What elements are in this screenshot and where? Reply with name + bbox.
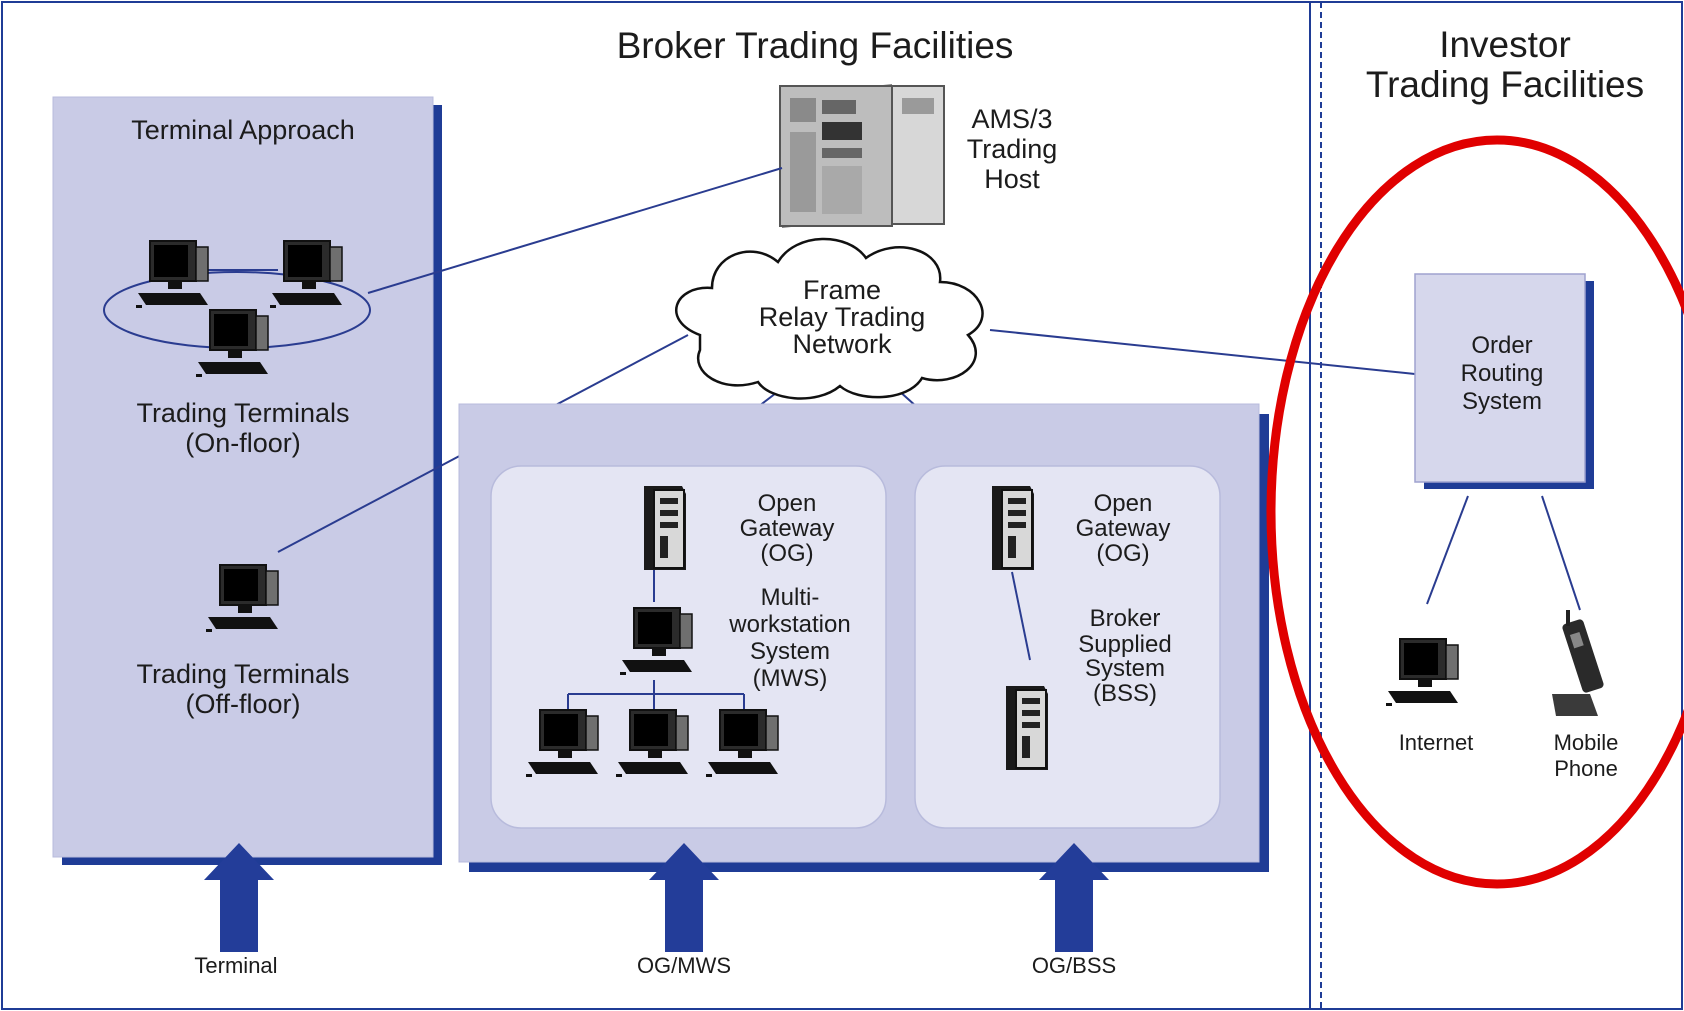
host-label-line-1: AMS/3	[971, 104, 1052, 134]
og-mws-og-label-line-3: (OG)	[760, 540, 813, 567]
open-gateway-server-icon	[643, 485, 687, 571]
order-routing-label-line-3: System	[1462, 388, 1542, 415]
off-floor-label-line-1: Trading Terminals	[136, 659, 349, 689]
og-bss-arrow	[1039, 843, 1109, 952]
host-label-line-3: Host	[984, 164, 1040, 194]
order-routing-label-line-1: Order	[1471, 332, 1532, 359]
order-routing-system-box	[1414, 273, 1586, 483]
terminal-arrow	[204, 843, 274, 952]
og-mws-og-label-line-2: Gateway	[740, 515, 835, 542]
link-terminals-to-host	[367, 167, 783, 294]
bss-label-line-4: (BSS)	[1093, 680, 1157, 707]
og-bss-panel	[914, 465, 1221, 829]
mws-label-line-4: (MWS)	[753, 665, 828, 692]
og-mws-arrow-label: OG/MWS	[637, 953, 731, 978]
bss-label-line-1: Broker	[1090, 605, 1161, 632]
open-gateway-server-icon	[991, 485, 1035, 571]
investor-section-title-line-2: Trading Facilities	[1366, 64, 1644, 105]
on-floor-label-line-2: (On-floor)	[185, 428, 301, 458]
og-mws-og-label-line-1: Open	[758, 490, 817, 517]
og-bss-og-label-line-2: Gateway	[1076, 515, 1171, 542]
internet-computer-icon	[1385, 638, 1459, 707]
mws-label-line-1: Multi-	[761, 584, 820, 611]
network-label-line-2: Relay Trading	[759, 302, 926, 332]
broker-section-title: Broker Trading Facilities	[617, 25, 1014, 66]
off-floor-label-line-2: (Off-floor)	[185, 689, 300, 719]
og-bss-arrow-label: OG/BSS	[1032, 953, 1116, 978]
bss-label-line-3: System	[1085, 655, 1165, 682]
link-routing-to-mobile	[1541, 495, 1581, 611]
mobile-phone-icon	[1552, 610, 1604, 716]
investor-section-title-line-1: Investor	[1439, 24, 1571, 65]
og-bss-og-label-line-3: (OG)	[1096, 540, 1149, 567]
bss-label-line-2: Supplied	[1078, 631, 1171, 658]
network-label-line-1: Frame	[803, 275, 881, 305]
mws-label-line-3: System	[750, 638, 830, 665]
internet-label: Internet	[1399, 730, 1474, 755]
terminal-arrow-label: Terminal	[194, 953, 277, 978]
link-network-to-order-routing	[989, 329, 1416, 375]
og-bss-og-label-line-1: Open	[1094, 490, 1153, 517]
mobile-label-line-1: Mobile	[1554, 730, 1619, 755]
network-label-line-3: Network	[792, 329, 892, 359]
on-floor-label-line-1: Trading Terminals	[136, 398, 349, 428]
broker-supplied-system-server-icon	[1005, 685, 1049, 771]
mws-label-line-2: workstation	[728, 611, 850, 638]
terminal-approach-title: Terminal Approach	[131, 115, 355, 145]
frame-relay-cloud	[675, 237, 984, 400]
og-mws-arrow	[649, 843, 719, 952]
og-to-bss-link	[1011, 571, 1031, 661]
terminal-approach-panel	[52, 96, 434, 858]
mobile-label-line-2: Phone	[1554, 756, 1618, 781]
host-label-line-2: Trading	[967, 134, 1058, 164]
order-routing-label-line-2: Routing	[1461, 360, 1544, 387]
highlight-ellipse	[1266, 135, 1684, 889]
link-routing-to-internet	[1426, 495, 1469, 605]
ams3-host-server-icon	[779, 84, 945, 228]
